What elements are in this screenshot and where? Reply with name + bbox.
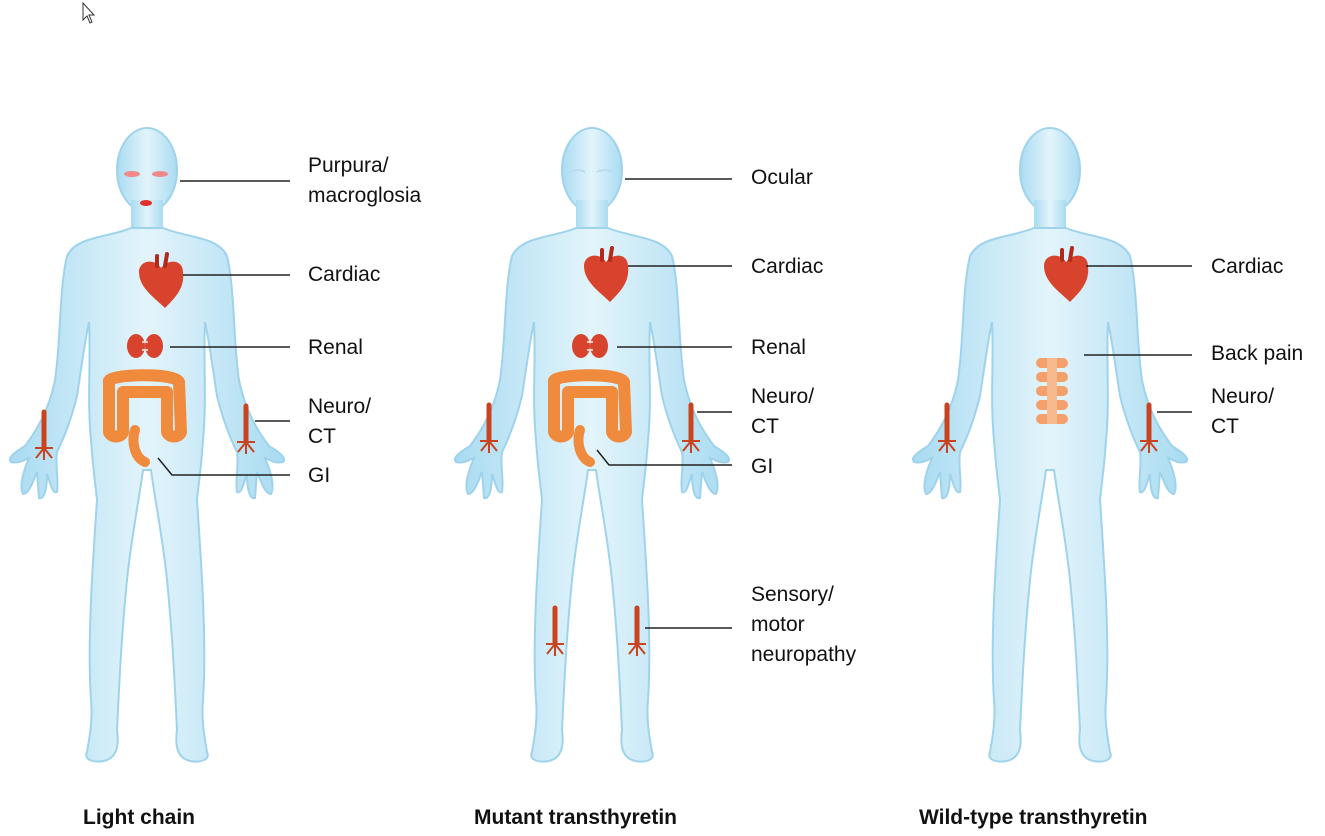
label-cardiac: Cardiac: [751, 252, 823, 282]
label-neuro: Neuro/ CT: [308, 392, 371, 452]
label-neuro: Neuro/ CT: [751, 382, 814, 442]
label-sensory: Sensory/ motor neuropathy: [751, 580, 856, 670]
body-figure: [0, 0, 445, 836]
panel-light-chain: Purpura/ macroglosia Cardiac Renal Neuro…: [0, 0, 445, 836]
label-ocular: Ocular: [751, 163, 813, 193]
spine-icon: [1036, 358, 1068, 424]
label-back-pain: Back pain: [1211, 339, 1303, 369]
caption-mutant-transthyretin: Mutant transthyretin: [474, 806, 677, 830]
label-renal: Renal: [308, 333, 363, 363]
label-renal: Renal: [751, 333, 806, 363]
caption-wild-type-transthyretin: Wild-type transthyretin: [919, 806, 1148, 830]
label-gi: GI: [751, 452, 773, 482]
label-neuro: Neuro/ CT: [1211, 382, 1274, 442]
label-cardiac: Cardiac: [1211, 252, 1283, 282]
caption-light-chain: Light chain: [83, 806, 195, 830]
body-figure: [445, 0, 890, 836]
label-purpura: Purpura/ macroglosia: [308, 151, 421, 211]
label-gi: GI: [308, 461, 330, 491]
label-cardiac: Cardiac: [308, 260, 380, 290]
panel-wild-type-transthyretin: Cardiac Back pain Neuro/ CT Wild-type tr…: [900, 0, 1325, 836]
panel-mutant-transthyretin: Ocular Cardiac Renal Neuro/ CT GI Sensor…: [445, 0, 890, 836]
